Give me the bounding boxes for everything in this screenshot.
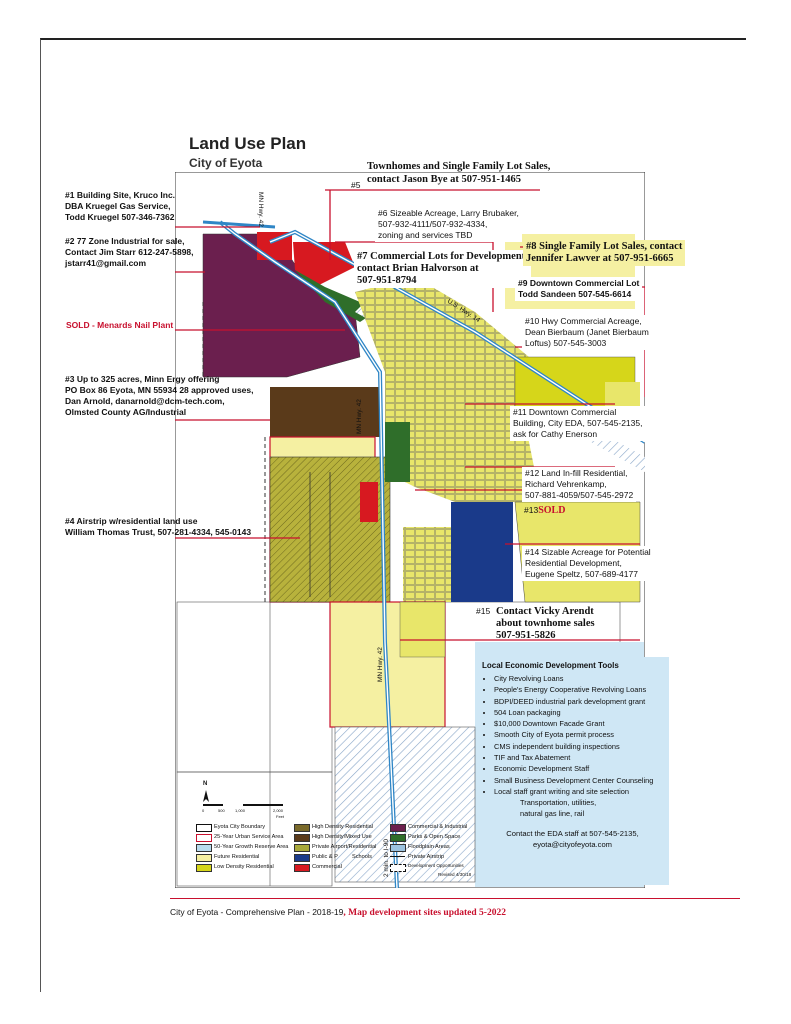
list-item: BDPI/DEED industrial park development gr…: [494, 696, 669, 707]
legend-item: Public & P: [312, 854, 338, 860]
footer-rule: [170, 898, 740, 899]
road-label-i90: 2 min. to I-90: [383, 839, 390, 877]
floodplain-south: [334, 726, 476, 883]
parks-area: [295, 270, 375, 322]
list-item: Local staff grant writing and site selec…: [494, 786, 669, 797]
svg-text:0: 0: [202, 808, 205, 813]
callout-11: #11 Downtown Commercial Building, City E…: [510, 406, 646, 441]
legend-item: Parks & Open Space: [408, 834, 461, 840]
legend-item: Development Opportunities: [408, 863, 464, 868]
callout-12: #12 Land In-fill Residential, Richard Ve…: [522, 467, 637, 502]
list-item: People's Energy Cooperative Revolving Lo…: [494, 684, 669, 695]
legend-item: Private Airstrip: [408, 854, 445, 860]
callout-1: #1 Building Site, Kruco Inc. DBA Kruegel…: [65, 190, 176, 222]
callout-10: #10 Hwy Commercial Acreage, Dean Bierbau…: [522, 315, 652, 350]
legend-item: High Density/Mixed Use: [312, 834, 372, 840]
list-item: Smooth City of Eyota permit process: [494, 729, 669, 740]
tools-list: City Revolving Loans People's Energy Coo…: [476, 673, 669, 797]
callout-2: #2 77 Zone Industrial for sale, Contact …: [65, 236, 194, 268]
legend-item: Private Airport/Residential: [312, 844, 377, 850]
legend-item: Schools: [352, 854, 372, 860]
map-title: Land Use Plan: [189, 134, 307, 153]
road-label-mn42-mid: MN Hwy. 42: [356, 399, 363, 434]
callout-14: #14 Sizable Acreage for Potential Reside…: [522, 546, 654, 581]
callout-8: #8 Single Family Lot Sales, contact Jenn…: [523, 240, 686, 266]
scale-bar: N 0 500 1,000 2,000 Feet: [202, 781, 285, 819]
north-label: N: [203, 781, 207, 787]
list-item: Economic Development Staff: [494, 763, 669, 774]
callout-sold-menards: SOLD - Menards Nail Plant: [66, 320, 174, 330]
legend-item: Future Residential: [214, 854, 260, 860]
legend-item: 25-Year Urban Service Area: [214, 834, 284, 840]
north-arrow-icon: [203, 790, 209, 802]
callout-5-top: Townhomes and Single Family Lot Sales,: [367, 161, 551, 172]
map-legend: Eyota City Boundary 25-Year Urban Servic…: [194, 818, 477, 885]
legend-item: Floodplain Areas: [408, 844, 450, 850]
callout-15-num: #15: [476, 606, 491, 616]
legend-item: High Density Residential: [312, 824, 373, 830]
callout-5-bottom: contact Jason Bye at 507-951-1465: [367, 174, 521, 185]
tools-sub-item: Transportation, utilities, natural gas l…: [520, 798, 597, 819]
svg-text:2,000: 2,000: [273, 808, 284, 813]
footer-left: City of Eyota - Comprehensive Plan - 201…: [170, 907, 344, 917]
list-item: $10,000 Downtown Facade Grant: [494, 718, 669, 729]
list-item: City Revolving Loans: [494, 673, 669, 684]
list-item: 504 Loan packaging: [494, 707, 669, 718]
legend-item: Low Density Residential: [214, 864, 274, 870]
footer: City of Eyota - Comprehensive Plan - 201…: [170, 907, 506, 918]
legend-item: Eyota City Boundary: [214, 824, 265, 830]
high-density-mixed-area: [270, 387, 380, 437]
map-subtitle: City of Eyota: [189, 156, 263, 170]
svg-text:1,000: 1,000: [235, 808, 246, 813]
callout-6: #6 Sizeable Acreage, Larry Brubaker, 507…: [375, 207, 522, 242]
legend-item: Commercial & Industrial: [408, 824, 468, 830]
commercial-parcel: [293, 242, 355, 287]
svg-text:500: 500: [218, 808, 225, 813]
callout-15: Contact Vicky Arendt about townhome sale…: [496, 606, 595, 641]
callout-4: #4 Airstrip w/residential land use Willi…: [65, 516, 252, 537]
legend-revised: Revised 4/30/18: [438, 872, 472, 877]
page-frame: [40, 38, 746, 992]
callout-5-num: #5: [351, 180, 361, 190]
svg-text:Feet: Feet: [276, 814, 285, 819]
footer-right: , Map development sites updated 5-2022: [343, 908, 506, 918]
public-area: [451, 502, 513, 602]
economic-tools-panel: Local Economic Development Tools City Re…: [476, 657, 669, 885]
legend-item: 50-Year Growth Reserve Area: [214, 844, 289, 850]
legend-item: Commercial: [312, 864, 342, 870]
tools-contact: Contact the EDA staff at 507-545-2135, e…: [506, 829, 639, 850]
tools-heading: Local Economic Development Tools: [482, 661, 619, 670]
callout-9: #9 Downtown Commercial Lot Todd Sandeen …: [515, 277, 643, 301]
list-item: Small Business Development Center Counse…: [494, 775, 669, 786]
callout-7: #7 Commercial Lots for Development, cont…: [354, 250, 531, 288]
road-label-mn42-top: MN Hwy. 42: [257, 192, 264, 227]
list-item: CMS independent building inspections: [494, 741, 669, 752]
list-item: TIF and Tax Abatement: [494, 752, 669, 763]
callout-13: #13SOLD: [524, 505, 566, 516]
callout-3: #3 Up to 325 acres, Minn Ergy offering P…: [65, 374, 254, 417]
road-label-mn42-low: MN Hwy. 42: [377, 647, 384, 682]
